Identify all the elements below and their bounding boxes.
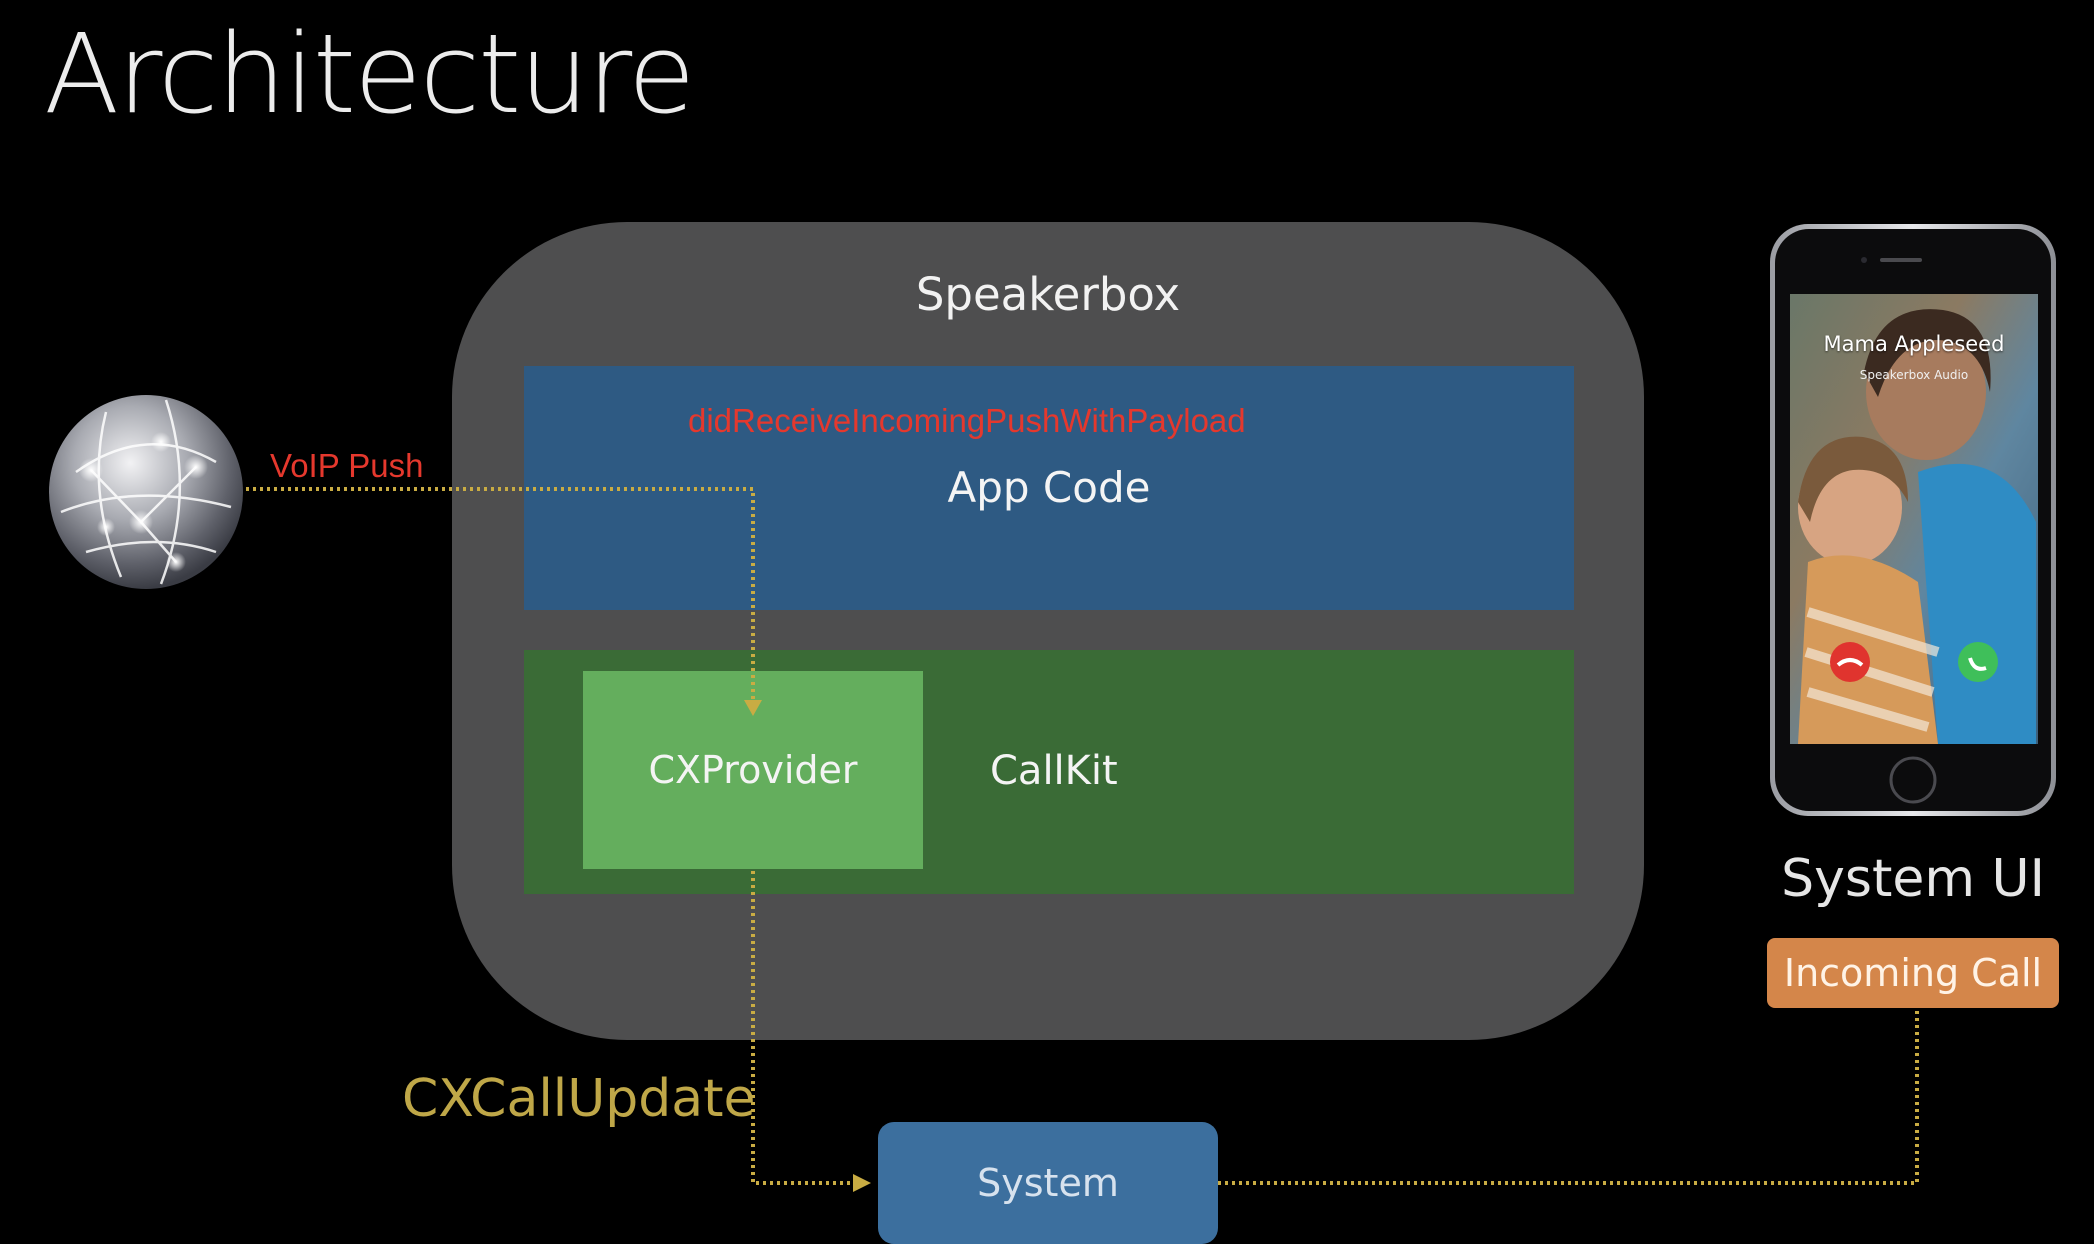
arrowhead-down bbox=[744, 700, 762, 716]
voip-push-connector bbox=[246, 487, 755, 702]
system-box: System bbox=[878, 1122, 1218, 1244]
cxcallupdate-label: CXCallUpdate bbox=[402, 1069, 756, 1129]
cxprovider-box: CXProvider bbox=[583, 671, 923, 869]
caller-name: Mama Appleseed bbox=[1823, 332, 2005, 356]
slide-title: Architecture bbox=[44, 10, 695, 138]
push-method-annotation: didReceiveIncomingPushWithPayload bbox=[688, 402, 1246, 439]
caller-subtitle: Speakerbox Audio bbox=[1859, 368, 1969, 382]
arrowhead-right bbox=[853, 1174, 871, 1192]
app-code-layer bbox=[524, 366, 1574, 610]
system-ui-label: System UI bbox=[1781, 849, 2045, 909]
globe-icon bbox=[49, 395, 243, 589]
speakerbox-container bbox=[452, 222, 1644, 1040]
speakerbox-label: Speakerbox bbox=[915, 268, 1181, 321]
callkit-label: CallKit bbox=[990, 748, 1118, 794]
system-to-ui-connector bbox=[1218, 1010, 1919, 1185]
cxcallupdate-connector bbox=[751, 871, 855, 1185]
voip-push-label: VoIP Push bbox=[270, 447, 424, 484]
iphone-icon bbox=[1770, 224, 2056, 816]
app-code-label: App Code bbox=[947, 463, 1151, 512]
incoming-call-box: Incoming Call bbox=[1767, 938, 2059, 1008]
